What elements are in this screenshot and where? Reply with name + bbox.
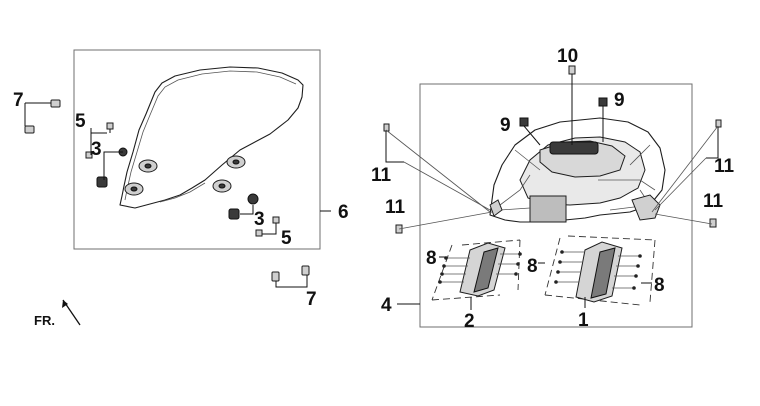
floor-panel-2 <box>431 239 522 301</box>
front-cover-group-frame <box>419 83 693 328</box>
fastener-line-11c2 <box>654 157 707 211</box>
leader-5b <box>262 223 277 235</box>
screw-5-lower-b <box>255 229 263 237</box>
screw-11-right-upper <box>715 119 722 128</box>
callout-5-lower: 5 <box>281 228 292 249</box>
windscreen-mount-boss <box>212 179 232 193</box>
clip-9-right <box>598 97 608 142</box>
screw-5-lower-a <box>272 216 280 224</box>
windscreen-part <box>119 66 304 209</box>
screw-5-upper-b <box>85 151 93 159</box>
windscreen-mount-boss <box>138 159 158 173</box>
front-direction-indicator: FR. <box>34 299 81 328</box>
leader-11c <box>706 127 719 159</box>
fastener-line-11c <box>651 125 719 213</box>
floor-panel-1 <box>544 235 656 306</box>
leader-5a <box>90 128 107 134</box>
callout-7-upper: 7 <box>13 90 24 111</box>
washer-3-lower <box>247 193 259 205</box>
windscreen-group-frame <box>73 49 321 250</box>
callout-11-left-lower: 11 <box>385 197 406 218</box>
leader-11a <box>385 131 404 163</box>
clip-9-left <box>519 117 541 146</box>
callout-10: 10 <box>557 46 578 67</box>
leader-3b <box>240 205 254 215</box>
front-cover-part <box>489 117 666 223</box>
nut-3-lower <box>228 208 240 220</box>
leader-3a <box>103 151 123 180</box>
callout-3-lower: 3 <box>254 209 265 230</box>
screw-11-right-lower <box>709 218 717 228</box>
callout-8-right: 8 <box>654 275 665 296</box>
callout-4: 4 <box>381 295 392 316</box>
callout-3-upper: 3 <box>91 139 102 160</box>
windscreen-mount-boss <box>124 182 144 196</box>
callout-8-left: 8 <box>426 248 437 269</box>
callout-5-upper: 5 <box>75 111 86 132</box>
fastener-line-11d <box>654 213 713 225</box>
callout-11-right-upper: 11 <box>714 156 735 177</box>
nut-3-upper <box>96 176 108 188</box>
bolt-7-lower <box>271 265 310 288</box>
callout-1: 1 <box>578 310 589 331</box>
screw-10 <box>568 65 576 145</box>
windscreen-mount-boss <box>226 155 246 169</box>
callout-9-left: 9 <box>500 115 511 136</box>
bolt-7-upper <box>24 99 61 134</box>
callout-8-middle: 8 <box>527 256 538 277</box>
fastener-line-11a <box>385 129 491 213</box>
fastener-line-11b <box>398 211 493 230</box>
fr-label: FR. <box>34 313 55 328</box>
callout-9-right: 9 <box>614 90 625 111</box>
fastener-line-11a2 <box>403 161 491 211</box>
callout-6: 6 <box>338 202 349 223</box>
callout-2: 2 <box>464 311 475 332</box>
callout-7-lower: 7 <box>306 289 317 310</box>
callout-11-left-upper: 11 <box>371 165 392 186</box>
callout-11-right-lower: 11 <box>703 191 724 212</box>
screw-5-upper-a <box>106 122 114 133</box>
